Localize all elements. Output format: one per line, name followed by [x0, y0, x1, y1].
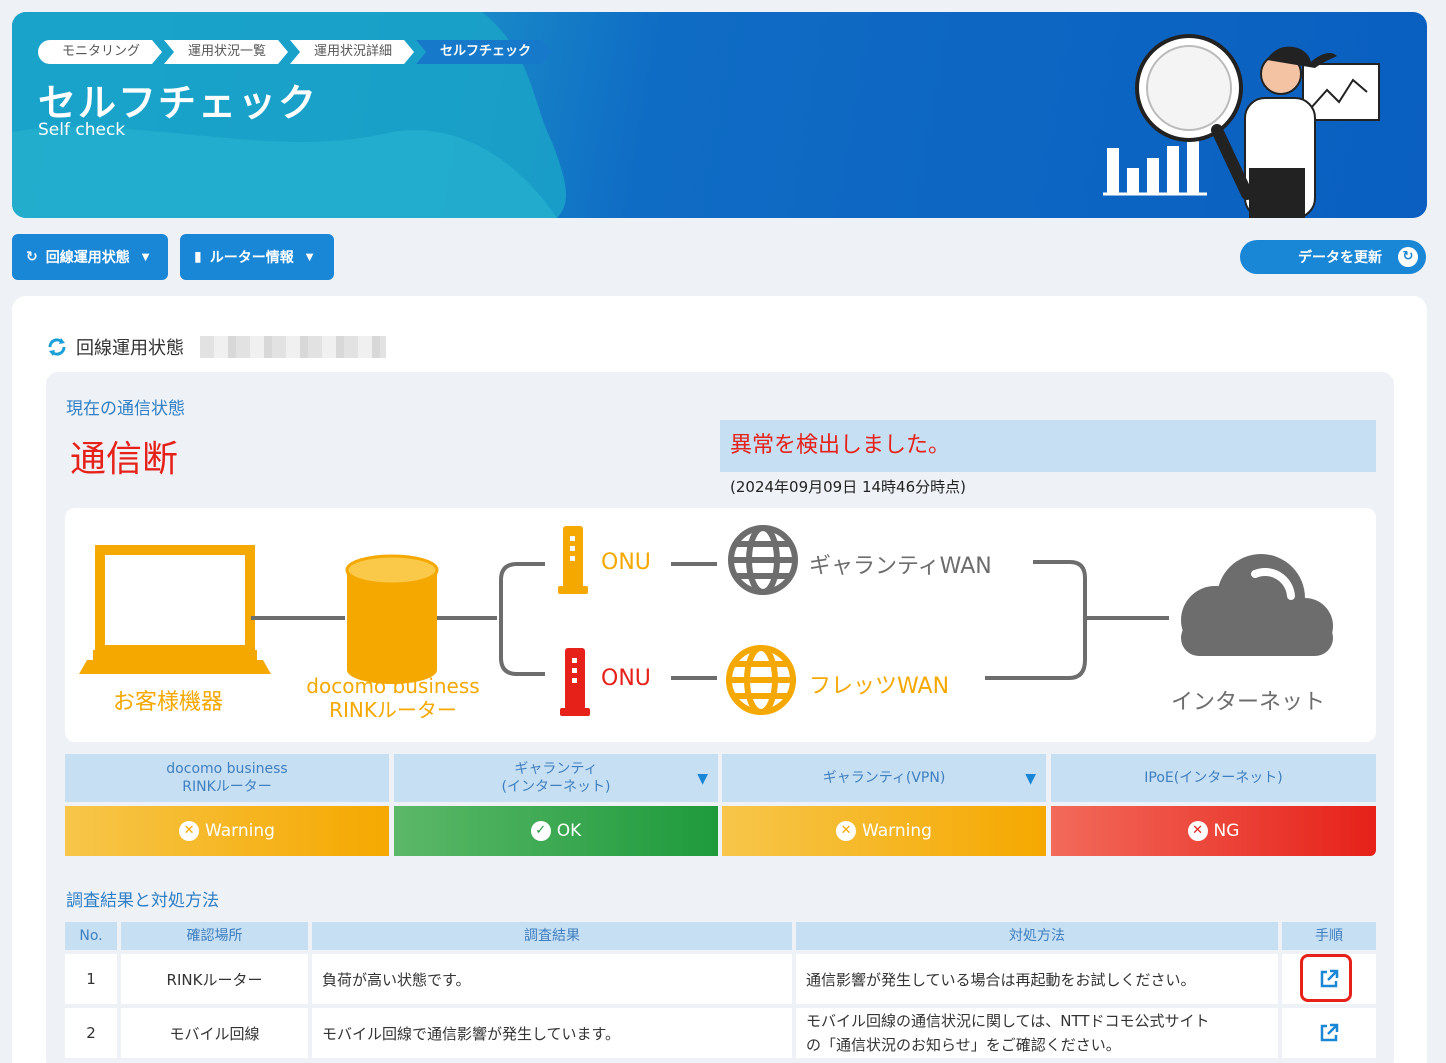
status-value-ipoe: ✕ NG: [1051, 806, 1376, 856]
router-label-line2: RINKルーター: [329, 698, 457, 722]
status-head-line1: docomo business: [166, 761, 288, 777]
status-value-guarantee-vpn: ✕ Warning: [722, 806, 1046, 856]
status-timestamp: (2024年09月09日 14時46分時点): [730, 478, 966, 496]
external-link-icon[interactable]: [1318, 968, 1340, 990]
status-head-line2: RINKルーター: [182, 779, 272, 795]
breadcrumb-self-check: セルフチェック: [416, 40, 553, 64]
globe-gray-icon: [728, 525, 798, 595]
status-value-rink-router: ✕ Warning: [65, 806, 389, 856]
status-value-text: NG: [1213, 821, 1240, 841]
external-link-icon[interactable]: [1318, 1022, 1340, 1044]
flets-wan-label: フレッツWAN: [809, 674, 950, 699]
network-diagram-lines: [79, 525, 1333, 716]
current-status-value: 通信断: [70, 439, 179, 480]
table-row-2-procedure: [1282, 1008, 1376, 1058]
router-info-label: ルーター情報: [209, 250, 294, 266]
section-title: 回線運用状態: [76, 338, 184, 359]
customer-device-label: お客様機器: [113, 690, 224, 715]
status-head-rink-router: docomo business RINKルーター: [65, 754, 389, 802]
header-banner: モニタリング 運用状況一覧 運用状況詳細 セルフチェック セルフチェック Sel…: [12, 12, 1427, 218]
inspector-illustration: [1103, 34, 1380, 218]
status-value-text: Warning: [862, 821, 932, 841]
router-label: docomo business RINKルーター: [301, 674, 485, 722]
refresh-data-button[interactable]: データを更新 ↻: [1240, 240, 1426, 274]
refresh-cycle-icon: ↻: [26, 249, 38, 265]
status-head-guarantee-internet[interactable]: ギャランティ (インターネット) ▼: [394, 754, 718, 802]
table-row-2-no: 2: [65, 1008, 117, 1058]
status-head-line1: IPoE(インターネット): [1144, 770, 1283, 786]
internet-label: インターネット: [1171, 690, 1326, 715]
refresh-data-label: データを更新: [1298, 250, 1382, 266]
status-head-guarantee-vpn[interactable]: ギャランティ(VPN) ▼: [722, 754, 1046, 802]
col-no: No.: [65, 922, 117, 950]
status-head-line1: ギャランティ(VPN): [822, 770, 946, 786]
status-head-line1: ギャランティ: [514, 761, 598, 777]
line-status-dropdown-button[interactable]: ↻ 回線運用状態 ▼: [12, 234, 168, 280]
col-action: 対処方法: [796, 922, 1278, 950]
sync-icon: [48, 338, 66, 356]
section-header: 回線運用状態: [46, 334, 386, 360]
table-row-1-no: 1: [65, 954, 117, 1004]
router-label-line1: docomo business: [306, 674, 480, 698]
results-title: 調査結果と対処方法: [66, 891, 219, 911]
table-row-2-place: モバイル回線: [121, 1008, 308, 1058]
router-icon: ▮: [194, 249, 202, 265]
breadcrumb-status-list[interactable]: 運用状況一覧: [164, 40, 288, 64]
status-value-text: OK: [556, 821, 582, 841]
status-value-text: Warning: [205, 821, 275, 841]
highlight-frame: [1300, 954, 1352, 1002]
caret-down-icon: ▼: [305, 251, 314, 263]
table-row-1-procedure: [1282, 954, 1376, 1004]
globe-orange-icon: [726, 645, 796, 715]
onu-bottom-label: ONU: [601, 666, 651, 691]
current-status-label: 現在の通信状態: [66, 399, 185, 419]
breadcrumb-status-detail[interactable]: 運用状況詳細: [290, 40, 414, 64]
onu-orange-icon: [558, 526, 588, 594]
network-diagram: お客様機器 docomo business RINKルーター ONU ONU ギ…: [65, 508, 1376, 742]
breadcrumb-monitoring[interactable]: モニタリング: [38, 40, 162, 64]
table-row-2-action-line2: の「通信状況のお知らせ」をご確認ください。: [806, 1036, 1121, 1054]
table-row-2-action: モバイル回線の通信状況に関しては、NTTドコモ公式サイト の「通信状況のお知らせ…: [796, 1008, 1278, 1058]
x-circle-icon: ✕: [836, 821, 857, 841]
onu-red-icon: [560, 648, 590, 716]
col-place: 確認場所: [121, 922, 308, 950]
guarantee-wan-label: ギャランティWAN: [809, 554, 992, 579]
col-procedure: 手順: [1282, 922, 1376, 950]
redacted-line-id: [200, 336, 386, 358]
table-row-1-place: RINKルーター: [121, 954, 308, 1004]
status-head-ipoe: IPoE(インターネット): [1051, 754, 1376, 802]
breadcrumb: モニタリング 運用状況一覧 運用状況詳細 セルフチェック: [38, 40, 553, 64]
x-circle-icon: ✕: [179, 821, 200, 841]
check-circle-icon: ✓: [530, 821, 551, 841]
page-subtitle: Self check: [38, 120, 126, 140]
laptop-icon: [79, 545, 271, 674]
alert-message: 異常を検出しました。: [720, 420, 1376, 472]
router-icon: [345, 554, 439, 684]
col-result: 調査結果: [312, 922, 792, 950]
status-value-guarantee-internet: ✓ OK: [394, 806, 718, 856]
page-title: セルフチェック: [38, 81, 319, 125]
x-circle-icon: ✕: [1187, 821, 1208, 841]
table-row-1-result: 負荷が高い状態です。: [312, 954, 792, 1004]
caret-down-icon: ▼: [141, 251, 150, 263]
onu-top-label: ONU: [601, 550, 651, 575]
table-row-1-action: 通信影響が発生している場合は再起動をお試しください。: [796, 954, 1278, 1004]
refresh-icon: ↻: [1398, 247, 1418, 267]
status-head-line2: (インターネット): [501, 779, 611, 795]
dropdown-triangle-icon[interactable]: ▼: [1025, 771, 1036, 787]
line-status-label: 回線運用状態: [45, 250, 130, 266]
router-info-dropdown-button[interactable]: ▮ ルーター情報 ▼: [180, 234, 334, 280]
table-row-2-action-line1: モバイル回線の通信状況に関しては、NTTドコモ公式サイト: [806, 1012, 1210, 1030]
dropdown-triangle-icon[interactable]: ▼: [697, 771, 708, 787]
cloud-icon: [1181, 554, 1333, 656]
table-row-2-result: モバイル回線で通信影響が発生しています。: [312, 1008, 792, 1058]
